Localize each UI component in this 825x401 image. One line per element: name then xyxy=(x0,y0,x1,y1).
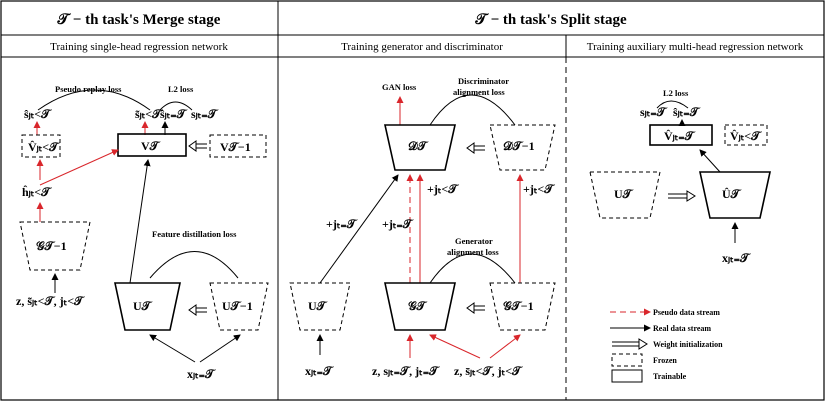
gen-align-loss-2: alignment loss xyxy=(447,247,499,257)
split-stage-header: 𝒯 − th task's Split stage xyxy=(474,12,627,28)
aux-u-t-label: U𝒯 xyxy=(614,187,634,201)
gen-align-loss-1: Generator xyxy=(455,236,493,246)
v-hat-eq-box xyxy=(649,124,713,146)
split-aux-panel: L2 loss sⱼₜ₌𝒯 ŝⱼₜ₌𝒯 V̂ⱼₜ₌𝒯 V̂ⱼₜ<𝒯 U𝒯 Û𝒯 … xyxy=(589,88,771,265)
pseudo-replay-loss-label: Pseudo replay loss xyxy=(55,84,122,94)
g-t1-frozen-generator-split xyxy=(489,282,556,331)
legend-trainable-label: Trainable xyxy=(653,372,687,381)
merge-panel: Pseudo replay loss L2 loss ŝⱼₜ<𝒯 s̃ⱼₜ<𝒯 … xyxy=(16,84,269,381)
legend-trainable-swatch xyxy=(611,369,643,383)
u-t-encoder xyxy=(114,282,181,331)
v-hat-frozen-box xyxy=(21,134,61,158)
split-g-t1-label: 𝒢𝒯−1 xyxy=(503,299,534,313)
v-hat-lt-aux-label: V̂ⱼₜ<𝒯 xyxy=(730,129,762,143)
black-arrow xyxy=(199,334,241,363)
x-input-label: xⱼₜ₌𝒯 xyxy=(187,367,216,381)
pseudo-replay-arc xyxy=(37,89,151,111)
red-arrow xyxy=(429,334,481,359)
split-x-input-label: xⱼₜ₌𝒯 xyxy=(305,364,334,378)
legend-pseudo-label: Pseudo data stream xyxy=(653,308,720,317)
split-gd-panel: GAN loss Discriminator alignment loss 𝒟𝒯… xyxy=(289,76,556,378)
aux-l2-loss-label: L2 loss xyxy=(663,88,689,98)
split-u-t-label: U𝒯 xyxy=(308,299,328,313)
h-hat-label: ĥⱼₜ<𝒯 xyxy=(22,184,52,199)
aux-s-hat-eq: ŝⱼₜ₌𝒯 xyxy=(673,105,701,119)
split-gd-subheader: Training generator and discriminator xyxy=(341,41,503,53)
weight-init-arrowhead xyxy=(466,302,475,314)
g-t1-frozen-generator xyxy=(19,221,91,271)
u-t-label: U𝒯 xyxy=(133,299,153,313)
black-arrow xyxy=(129,159,151,284)
v-hat-lt-label: V̂ⱼₜ<𝒯 xyxy=(28,140,60,154)
black-arrow xyxy=(699,149,721,173)
j-eq-label-2: +jₜ₌𝒯 xyxy=(382,217,414,231)
v-t1-label: V𝒯−1 xyxy=(220,140,251,154)
legend-frozen-swatch xyxy=(611,353,643,367)
aux-s-eq: sⱼₜ₌𝒯 xyxy=(640,105,668,119)
legend-real-label: Real data stream xyxy=(653,324,711,333)
z-in1-label: z, sⱼₜ₌𝒯, jₜ₌𝒯 xyxy=(372,364,440,378)
v-t-label: V𝒯 xyxy=(141,139,161,153)
d-t-discriminator xyxy=(384,124,456,171)
split-aux-subheader: Training auxiliary multi-head regression… xyxy=(587,41,804,53)
z-in2-label: z, s̄ⱼₜ<𝒯, jₜ<𝒯 xyxy=(454,364,523,378)
j-eq-label-1: +jₜ₌𝒯 xyxy=(326,217,358,231)
j-lt-label-1: +jₜ<𝒯 xyxy=(427,182,459,196)
disc-align-arc xyxy=(429,94,516,126)
weight-init-arrowhead xyxy=(466,142,475,154)
weight-init-arrowhead xyxy=(188,304,197,316)
v-t-box xyxy=(117,133,187,157)
black-arrow xyxy=(149,334,196,363)
disc-align-loss-2: alignment loss xyxy=(453,87,505,97)
u-hat-label: Û𝒯 xyxy=(722,187,742,201)
g-t-generator xyxy=(384,282,456,331)
u-t-frozen-encoder xyxy=(289,282,351,331)
merge-stage-header: 𝒯 − th task's Merge stage xyxy=(57,12,221,28)
feature-distill-arc xyxy=(149,251,239,279)
black-arrow xyxy=(319,174,399,284)
legend: Pseudo data stream Real data stream Weig… xyxy=(610,308,723,383)
u-t1-frozen-encoder xyxy=(209,282,269,331)
g-t1-label: 𝒢𝒯−1 xyxy=(36,239,67,253)
aux-u-t-frozen-encoder xyxy=(589,171,661,219)
v-hat-eq-label: V̂ⱼₜ₌𝒯 xyxy=(664,129,696,143)
feature-distill-loss-label: Feature distillation loss xyxy=(152,229,237,239)
l2-loss-label: L2 loss xyxy=(168,84,194,94)
gan-loss-label: GAN loss xyxy=(382,82,417,92)
aux-x-input-label: xⱼₜ₌𝒯 xyxy=(722,251,751,265)
legend-weight-arrowhead xyxy=(638,338,648,350)
gen-align-arc xyxy=(429,253,516,284)
g-t-label: 𝒢𝒯 xyxy=(408,299,428,313)
s-hat-lt: ŝⱼₜ<𝒯 xyxy=(24,107,52,121)
weight-init-arrowhead xyxy=(188,140,197,152)
s-eq: sⱼₜ₌𝒯 xyxy=(191,107,219,121)
l2-arc xyxy=(159,101,193,111)
d-t1-label: 𝒟𝒯−1 xyxy=(503,139,535,153)
u-t1-label: U𝒯−1 xyxy=(222,299,253,313)
red-arrow xyxy=(39,149,119,186)
u-hat-encoder xyxy=(699,171,771,219)
legend-frozen-label: Frozen xyxy=(653,356,677,365)
v-hat-lt-frozen-box xyxy=(724,124,768,146)
weight-init-arrowhead xyxy=(686,190,696,202)
s-tilde-lt: s̃ⱼₜ<𝒯 xyxy=(135,107,163,121)
aux-l2-arc xyxy=(656,100,689,109)
d-t-label: 𝒟𝒯 xyxy=(408,139,429,153)
legend-weight-label: Weight initialization xyxy=(653,340,723,349)
j-lt-label-2: +jₜ<𝒯 xyxy=(523,182,555,196)
red-arrow xyxy=(489,334,521,359)
d-t1-frozen-discriminator xyxy=(489,124,556,171)
v-t1-frozen-box xyxy=(209,134,267,158)
disc-align-loss-1: Discriminator xyxy=(458,76,509,86)
s-hat-eq: ŝⱼₜ₌𝒯 xyxy=(160,107,188,121)
merge-subheader: Training single-head regression network xyxy=(50,41,228,53)
z-input-label: z, s̃ⱼₜ<𝒯, jₜ<𝒯 xyxy=(16,294,85,308)
